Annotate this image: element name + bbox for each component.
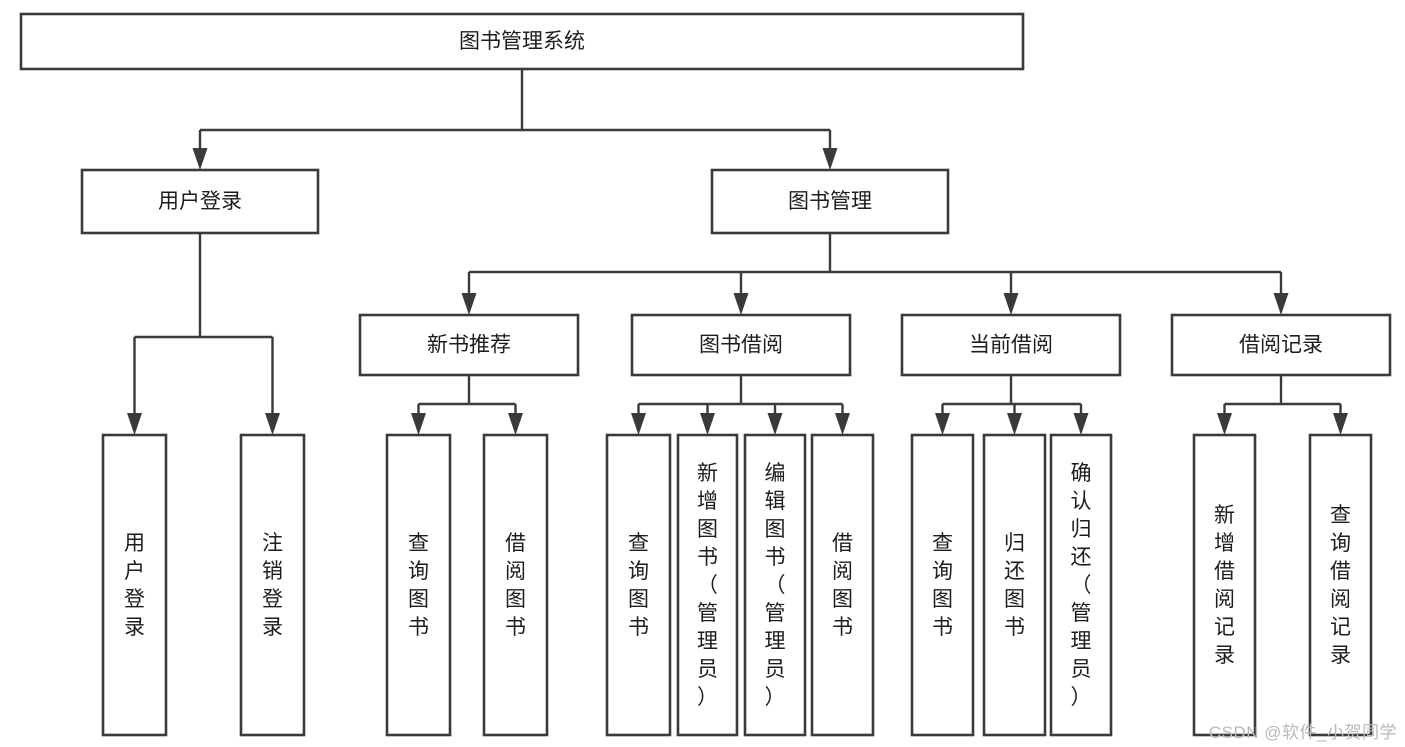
node-label: 借阅记录 [1239, 334, 1323, 357]
arrow-head-icon [1217, 413, 1232, 435]
node-label: 归还图书 [1004, 532, 1025, 639]
node-label: 确认归还（管理员） [1071, 462, 1092, 709]
node-box-shape [19, 12, 1025, 71]
arrow-head-icon [700, 413, 715, 435]
node-box-shape [1308, 433, 1373, 737]
arrow-head-icon [767, 413, 783, 435]
node-box-shape [910, 433, 975, 737]
node-label: 借阅图书 [505, 532, 526, 639]
arrow-head-icon [733, 293, 749, 315]
node-leaf-node-e7a1aee8aea4e5bd92e8bf98efbc88e7aea1e79086e59198efbc89-1-2-2[interactable]: 确认归还（管理员） [1049, 433, 1113, 737]
node-leaf-node-e69fa5e8afa2e5809fe99885e8aeb0e5bd95-1-3-1[interactable]: 查询借阅记录 [1308, 433, 1373, 737]
node-box-shape [810, 433, 875, 737]
node-box-shape [1170, 313, 1392, 377]
node-l3-node-e794a8e688b7e799bbe5bd95-0-0[interactable]: 用户登录 [101, 433, 168, 737]
arrow-head-icon [127, 413, 142, 435]
node-box-shape [80, 168, 320, 235]
node-box-shape [482, 433, 549, 737]
node-leaf-node-e696b0e5a29ee59bbee4b9a6efbc88e7aea1e79086e59198efbc89-1-1-1[interactable]: 新增图书（管理员） [676, 433, 739, 737]
node-l2-node-e59bbee4b9a6e7aea1e79086-1[interactable]: 图书管理 [710, 168, 950, 235]
node-box-shape [605, 433, 672, 737]
arrow-head-icon [835, 413, 850, 435]
node-box-shape [239, 433, 306, 737]
node-label: 新书推荐 [427, 334, 511, 357]
node-label: 借阅图书 [832, 532, 853, 639]
node-leaf-node-e5bd92e8bf98e59bbee4b9a6-1-2-1[interactable]: 归还图书 [982, 433, 1047, 737]
node-l3-node-e5809fe99885e8aeb0e5bd95-1-3[interactable]: 借阅记录 [1170, 313, 1392, 377]
node-l3-node-e6b3a8e99480e799bbe5bd95-0-1[interactable]: 注销登录 [239, 433, 306, 737]
arrow-head-icon [411, 413, 426, 435]
arrow-head-icon [1333, 413, 1348, 435]
node-label: 当前借阅 [969, 334, 1053, 357]
node-box-shape [743, 433, 807, 737]
node-label: 用户登录 [124, 532, 145, 639]
node-leaf-node-e69fa5e8afa2e59bbee4b9a6-1-1-0[interactable]: 查询图书 [605, 433, 672, 737]
node-label: 查询图书 [628, 532, 649, 639]
arrow-head-icon [631, 413, 646, 435]
node-box-shape [676, 433, 739, 737]
node-label: 图书借阅 [699, 334, 783, 357]
node-label: 图书管理 [788, 190, 872, 213]
node-label: 图书管理系统 [459, 30, 585, 53]
node-l3-node-e5bd93e5898de5809fe99885-1-2[interactable]: 当前借阅 [900, 313, 1122, 377]
arrow-head-icon [1273, 293, 1289, 315]
node-label: 用户登录 [158, 190, 242, 213]
connectors-layer [127, 69, 1348, 435]
node-label: 查询图书 [408, 532, 429, 639]
watermark-text: CSDN @软件_小贺同学 [1208, 723, 1397, 742]
node-label: 查询借阅记录 [1330, 504, 1351, 667]
node-leaf-node-e696b0e5a29ee5809fe99885e8aeb0e5bd95-1-3-0[interactable]: 新增借阅记录 [1192, 433, 1257, 737]
node-label: 新增图书（管理员） [697, 462, 718, 709]
node-box-shape [1192, 433, 1257, 737]
node-box-shape [385, 433, 452, 737]
node-box-shape [710, 168, 950, 235]
arrow-head-icon [1003, 293, 1019, 315]
arrow-head-icon [822, 148, 838, 170]
node-box-shape [358, 313, 580, 377]
arrow-head-icon [461, 293, 477, 315]
arrow-head-icon [1007, 413, 1022, 435]
node-l3-node-e59bbee4b9a6e5809fe99885-1-1[interactable]: 图书借阅 [630, 313, 852, 377]
node-l2-node-e794a8e688b7e799bbe5bd95-0[interactable]: 用户登录 [80, 168, 320, 235]
node-leaf-node-e5809fe99885e59bbee4b9a6-1-1-3[interactable]: 借阅图书 [810, 433, 875, 737]
node-leaf-node-e7bc96e8be91e59bbee4b9a6efbc88e7aea1e79086e59198efbc89-1-1-2[interactable]: 编辑图书（管理员） [743, 433, 807, 737]
arrow-head-icon [935, 413, 950, 435]
node-box-shape [900, 313, 1122, 377]
node-leaf-node-e69fa5e8afa2e59bbee4b9a6-1-2-0[interactable]: 查询图书 [910, 433, 975, 737]
node-box-shape [1049, 433, 1113, 737]
arrow-head-icon [1073, 413, 1089, 435]
node-label: 编辑图书（管理员） [765, 462, 786, 709]
node-l3-node-e696b0e4b9a6e68ea8e88d90-1-0[interactable]: 新书推荐 [358, 313, 580, 377]
node-label: 查询图书 [932, 532, 953, 639]
nodes-layer: 图书管理系统用户登录用户登录注销登录图书管理新书推荐查询图书借阅图书图书借阅查询… [19, 12, 1392, 737]
node-root-node-e59bbee4b9a6e7aea1e79086e7b3bbe7bb9f[interactable]: 图书管理系统 [19, 12, 1025, 71]
node-box-shape [630, 313, 852, 377]
node-leaf-node-e5809fe99885e59bbee4b9a6-1-0-1[interactable]: 借阅图书 [482, 433, 549, 737]
node-label: 新增借阅记录 [1214, 504, 1235, 667]
node-label: 注销登录 [262, 532, 283, 639]
node-box-shape [982, 433, 1047, 737]
arrow-head-icon [265, 413, 280, 435]
node-leaf-node-e69fa5e8afa2e59bbee4b9a6-1-0-0[interactable]: 查询图书 [385, 433, 452, 737]
arrow-head-icon [508, 413, 523, 435]
node-box-shape [101, 433, 168, 737]
arrow-head-icon [192, 148, 208, 170]
